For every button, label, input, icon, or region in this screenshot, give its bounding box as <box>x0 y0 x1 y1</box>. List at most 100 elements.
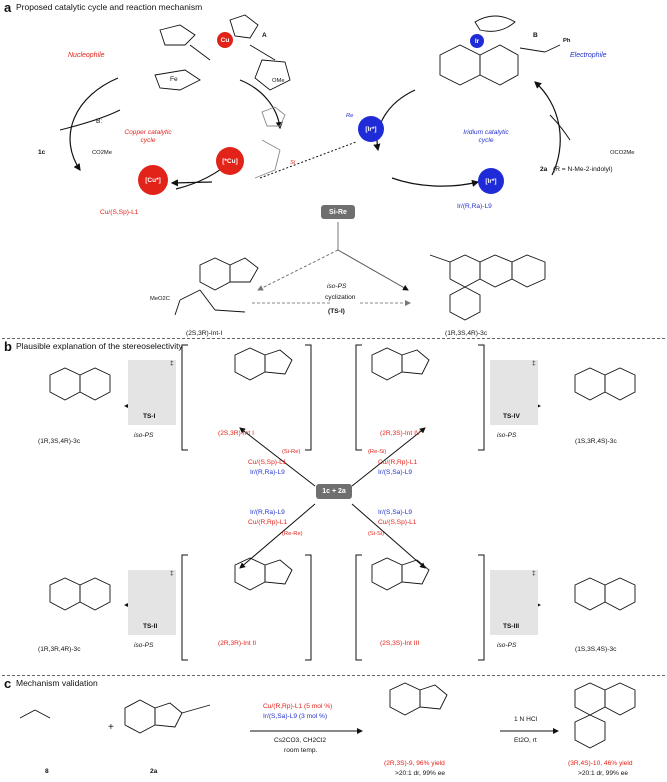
panel-c-title: Mechanism validation <box>16 678 98 688</box>
product-9-dr: >20:1 dr, 99% ee <box>395 770 446 777</box>
base-label: B: <box>96 118 103 125</box>
product-b2: (1S,3R,4S)-3c <box>575 438 617 445</box>
iso-ps-b3: iso-PS <box>134 642 154 649</box>
product-b1: (1R,3S,4R)-3c <box>38 438 81 445</box>
cond-et2o: Et2O, rt <box>514 737 537 744</box>
face-si-re: (Si-Re) <box>282 449 301 455</box>
compound-2a-c: 2a <box>150 768 158 775</box>
label-B: B <box>533 32 538 39</box>
iso-ps-label: iso-PS <box>327 283 347 290</box>
intermediate-brackets <box>181 344 485 661</box>
panel-b-title: Plausible explanation of the stereoselec… <box>16 341 183 351</box>
divider-a-b <box>2 338 665 339</box>
panel-a-letter: a <box>4 0 12 15</box>
face-re-si: (Re-Si) <box>368 449 387 455</box>
oco2me-2a: OCO2Me <box>610 150 635 156</box>
ligand-ir-1: Ir/(R,Ra)-L9 <box>250 469 285 476</box>
cu-star-intermediate-ball: [*Cu] <box>216 147 244 175</box>
dagger-1: ‡ <box>170 360 174 367</box>
product-3c-label-a: (1R,3S,4R)-3c <box>445 330 488 337</box>
int-ii-b: (2R,3R)-Int II <box>218 640 257 647</box>
cond-ir: Ir/(S,Sa)-L9 (3 mol %) <box>263 713 328 720</box>
ligand-ir-3: Ir/(R,Ra)-L9 <box>250 509 285 516</box>
cu-ligand-label: Cu/(S,Sp)-L1 <box>100 209 139 216</box>
int-i-b: (2S,3R)-Int I <box>218 430 254 437</box>
si-re-pill: Si-Re <box>321 205 355 219</box>
panel-b-structures <box>49 347 636 611</box>
dagger-4: ‡ <box>532 570 536 577</box>
int-i-label: (2S,3R)-Int-I <box>186 330 223 337</box>
ts-i-box <box>128 360 176 425</box>
re-face-label: Re <box>346 113 354 119</box>
center-1c-2a: 1c + 2a <box>316 484 352 499</box>
int-i-sketch <box>174 257 259 316</box>
fe-label: Fe <box>170 76 178 83</box>
panel-b-letter: b <box>4 339 12 354</box>
copper-cycle-label: Copper catalytic cycle <box>124 129 172 144</box>
cond-cu: Cu/(R,Rp)-L1 (5 mol %) <box>263 703 333 710</box>
ts-i-label: (TS-I) <box>328 308 345 315</box>
iridium-cycle-label: Iridium catalytic cycle <box>463 129 509 144</box>
ligand-cu-4: Cu/(S,Sp)-L1 <box>378 519 417 526</box>
si-face-label: Si <box>290 160 296 166</box>
cond-temp: room temp. <box>284 747 318 754</box>
ligand-ir-2: Ir/(S,Sa)-L9 <box>378 469 413 476</box>
plus-sign: + <box>108 722 114 733</box>
ir-allyl-ball: [Ir*] <box>358 116 384 142</box>
ligand-ir-4: Ir/(S,Sa)-L9 <box>378 509 413 516</box>
cu-atom: Cu <box>217 32 233 48</box>
imine-1c-label: 1c <box>38 149 46 156</box>
ome-label: OMe <box>272 78 285 84</box>
ts-i-text: TS-I <box>143 413 156 420</box>
co2me-1c: CO2Me <box>92 150 112 156</box>
iso-ps-b2: iso-PS <box>497 432 517 439</box>
face-re-re: (Re-Re) <box>282 531 303 537</box>
ir-atom: Ir <box>470 34 484 48</box>
int-iv-b: (2R,3S)-Int IV <box>380 430 421 437</box>
compound-8: 8 <box>45 768 49 775</box>
ts-ii-box <box>128 570 176 635</box>
ligand-cu-2: Cu/(R,Rp)-L1 <box>378 459 418 466</box>
product-b4: (1S,3S,4S)-3c <box>575 646 617 653</box>
product-9-yield: (2R,3S)-9, 96% yield <box>384 760 445 767</box>
reactant-2a-label: 2a <box>540 166 548 173</box>
cond-base: Cs2CO3, CH2Cl2 <box>274 737 327 744</box>
panel-a-title: Proposed catalytic cycle and reaction me… <box>16 2 203 12</box>
product-10-yield: (3R,4S)-10, 46% yield <box>568 760 633 767</box>
iridium-complex-B <box>439 15 561 86</box>
cyclization-label: cyclization <box>325 294 356 301</box>
iso-ps-b4: iso-PS <box>497 642 517 649</box>
cu-catalyst-ball: [Cu*] <box>138 165 168 195</box>
stereo-arrows <box>124 403 541 608</box>
divider-b-c <box>2 675 665 676</box>
ts-iv-text: TS-IV <box>503 413 520 420</box>
product-10-dr: >20:1 dr, 99% ee <box>578 770 629 777</box>
ph-label: Ph <box>563 38 571 44</box>
copper-enolate-intermediate <box>254 106 286 179</box>
ts-iv-box <box>490 360 538 425</box>
ts-iii-text: TS-III <box>503 623 520 630</box>
panel-c-structures <box>19 682 636 749</box>
reactant-2a-note: (R = N-Me-2-indolyl) <box>553 166 613 173</box>
face-si-si: (Si-Si) <box>368 531 385 537</box>
ir-catalyst-ball: [Ir*] <box>478 168 504 194</box>
ligand-cu-1: Cu/(S,Sp)-L1 <box>248 459 287 466</box>
dagger-3: ‡ <box>170 570 174 577</box>
label-A: A <box>262 32 267 39</box>
ir-ligand-label: Ir/(R,Ra)-L9 <box>457 203 492 210</box>
panel-c-letter: c <box>4 676 12 691</box>
product-b3: (1R,3R,4R)-3c <box>38 646 81 653</box>
product-3c-sketch <box>429 254 546 321</box>
iso-ps-b1: iso-PS <box>134 432 154 439</box>
electrophile-label: Electrophile <box>570 52 607 59</box>
ts-iii-box <box>490 570 538 635</box>
ligand-cu-3: Cu/(R,Rp)-L1 <box>248 519 288 526</box>
meo2c-int-i: MeO2C <box>150 296 170 302</box>
ferrocene-complex-A <box>154 14 291 91</box>
ts-ii-text: TS-II <box>143 623 158 630</box>
cond-hcl: 1 N HCl <box>514 716 538 723</box>
dagger-2: ‡ <box>532 360 536 367</box>
nucleophile-label: Nucleophile <box>68 52 105 59</box>
int-iii-b: (2S,3S)-Int III <box>380 640 420 647</box>
